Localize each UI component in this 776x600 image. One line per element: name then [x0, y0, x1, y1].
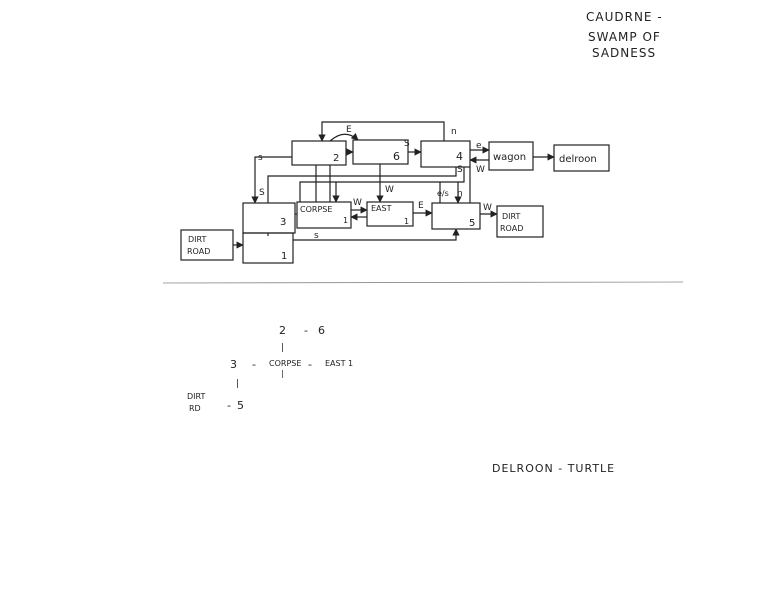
link-2-6-east — [329, 132, 359, 142]
small-node-3: 3 — [230, 358, 237, 371]
link-4-south-path-2 — [299, 167, 465, 202]
small-pipe-2: | — [281, 343, 284, 353]
dir-e-top: E — [346, 125, 352, 135]
room-2-label: 2 — [333, 153, 339, 164]
dir-n-right: n — [457, 189, 463, 199]
dir-n-top: n — [451, 127, 457, 137]
small-pipe-3: | — [236, 379, 239, 389]
small-dash-dirt: - — [227, 399, 231, 412]
corpse-label: CORPSE — [300, 205, 332, 214]
east-box — [366, 201, 414, 227]
dir-w-down: W — [385, 185, 394, 195]
small-dirt-label-2: RD — [189, 404, 201, 413]
east-num-label: 1 — [404, 217, 409, 226]
small-node-6: 6 — [318, 324, 325, 337]
corpse-num-label: 1 — [343, 216, 348, 225]
dir-w-wagon: W — [476, 165, 485, 175]
map-title-line-3: SADNESS — [592, 46, 657, 60]
link-4-south-path — [267, 167, 457, 203]
dir-s-left-mid: S — [259, 188, 265, 198]
footer-note: DELROON - TURTLE — [492, 462, 616, 475]
dirt-road-left-label-2: ROAD — [187, 247, 210, 256]
delroon-label: delroon — [559, 154, 597, 165]
link-4-to-2-loop — [318, 121, 445, 142]
small-node-2: 2 — [279, 324, 286, 337]
small-dash-2-6: - — [304, 324, 308, 337]
room-5-label: 5 — [469, 218, 475, 229]
room-6-label: 6 — [393, 150, 400, 163]
small-node-east1: EAST 1 — [325, 359, 353, 368]
link-1-south-to-5 — [293, 228, 460, 241]
small-dash-corpse: - — [308, 358, 312, 371]
room-4-label: 4 — [456, 150, 463, 163]
dirt-road-right-box — [496, 205, 544, 238]
east-label: EAST — [371, 204, 392, 213]
room-3-label: 3 — [280, 217, 286, 228]
small-pipe-corpse: | — [281, 369, 284, 378]
wagon-box — [488, 141, 534, 171]
dirt-road-right-label-2: ROAD — [500, 224, 523, 233]
dirt-road-right-label-1: DIRT — [502, 212, 520, 221]
map-title-line-2: SWAMP OF — [588, 30, 661, 44]
dir-s-right: S — [457, 165, 463, 175]
small-node-5: 5 — [237, 399, 244, 412]
dir-eis: e/s — [437, 189, 449, 198]
small-dash-3: - — [252, 358, 256, 371]
map-title-line-1: CAUDRNE - — [586, 10, 663, 24]
dir-s-bottom: s — [314, 231, 319, 241]
dir-e-east: E — [418, 201, 424, 211]
dir-e-wagon: e — [476, 141, 482, 151]
small-dirt-label-1: DIRT — [187, 392, 205, 401]
page-divider — [162, 281, 684, 284]
room-1-label: 1 — [281, 251, 287, 262]
dir-s-mid-top: S — [404, 139, 410, 149]
room-3-box — [242, 202, 296, 234]
wagon-label: wagon — [493, 152, 526, 163]
dir-s-left-top: s — [258, 153, 263, 163]
link-2-south-to-3 — [251, 156, 292, 204]
dirt-road-left-label-1: DIRT — [188, 235, 206, 244]
small-node-corpse: CORPSE — [269, 359, 301, 368]
dir-w-r5: W — [483, 203, 492, 213]
dir-w-corpse: W — [353, 198, 362, 208]
